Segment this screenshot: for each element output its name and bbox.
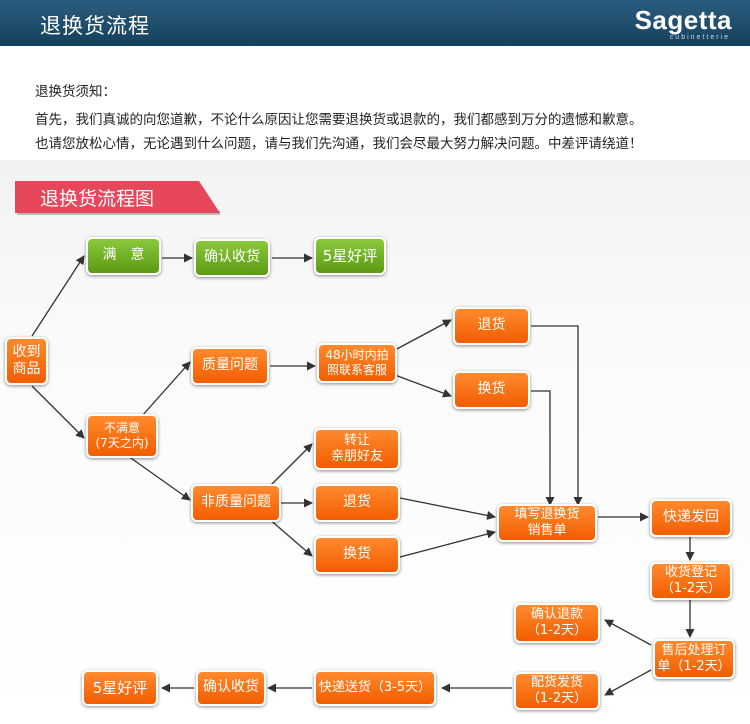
arrow-return-top-to-form	[531, 325, 583, 506]
node-five-star-top: 5星好评	[314, 237, 386, 275]
notice-line-2: 也请您放松心情，无论遇到什么问题，请与我们先沟通，我们会尽最大努力解决问题。中差…	[35, 136, 643, 152]
node-after-sales-order: 售后处理订 单（1-2天）	[653, 639, 735, 679]
notice-heading: 退换货须知：	[35, 84, 116, 100]
brand-logo: Sagetta cubinetterie	[635, 6, 732, 42]
node-exchange-mid: 换货	[314, 536, 400, 574]
node-ship-out: 配货发货 （1-2天）	[514, 672, 600, 710]
arrow-return-mid-to-form	[399, 497, 496, 520]
node-return-top: 退货	[453, 307, 530, 345]
arrow-contact-to-return	[394, 319, 452, 351]
node-confirm-refund: 确认退款 （1-2天）	[514, 603, 600, 643]
brand-subtitle: cubinetterie	[669, 34, 730, 41]
arrow-receive-to-unsatisfied	[31, 385, 85, 439]
node-contact-service-48h: 48小时内拍 照联系客服	[317, 343, 397, 383]
page-title: 退换货流程	[40, 14, 150, 38]
node-fill-return-form: 填写退换货 销售单	[497, 504, 597, 542]
arrow-aftersales-to-refund	[604, 619, 652, 646]
arrow-unsatisfied-to-nonquality	[127, 455, 191, 501]
node-confirm-receipt-bottom: 确认收货	[196, 670, 266, 706]
node-express-delivery: 快递送货（3-5天）	[314, 670, 436, 706]
notice-line-1: 首先，我们真诚的向您道歉，不论什么原因让您需要退换货或退款的，我们都感到万分的遗…	[35, 112, 643, 128]
page-header: 退换货流程 Sagetta cubinetterie	[0, 0, 750, 46]
node-express-return: 快递发回	[650, 499, 732, 537]
node-satisfied: 满 意	[86, 237, 161, 275]
arrow-receive-to-satisfied	[31, 255, 85, 337]
node-receipt-register: 收货登记 （1-2天）	[650, 562, 732, 600]
flowchart-ribbon	[15, 181, 220, 213]
node-five-star-bottom: 5星好评	[82, 670, 158, 706]
node-unsatisfied: 不满意 (7天之内)	[86, 414, 158, 458]
node-confirm-receipt-top: 确认收货	[194, 239, 270, 277]
arrow-contact-to-exchange	[394, 374, 452, 398]
arrow-exchange-mid-to-form	[399, 529, 496, 558]
flowchart-ribbon-shadow	[17, 211, 220, 215]
arrow-nonquality-to-exchange	[267, 517, 313, 557]
arrow-unsatisfied-to-quality	[141, 361, 191, 417]
node-return-mid: 退货	[314, 484, 400, 522]
node-exchange-top: 换货	[453, 371, 530, 409]
flowchart-title: 退换货流程图	[40, 188, 155, 210]
node-receive-goods: 收到 商品	[5, 337, 48, 385]
arrow-aftersales-to-ship	[604, 669, 652, 696]
arrow-nonquality-to-transfer	[267, 443, 313, 489]
node-quality-issue: 质量问题	[191, 347, 269, 385]
node-transfer-to-friends: 转让 亲朋好友	[314, 428, 400, 470]
brand-name: Sagetta	[634, 5, 732, 35]
arrow-exchange-top-to-form	[531, 390, 555, 506]
node-non-quality-issue: 非质量问题	[191, 484, 281, 522]
